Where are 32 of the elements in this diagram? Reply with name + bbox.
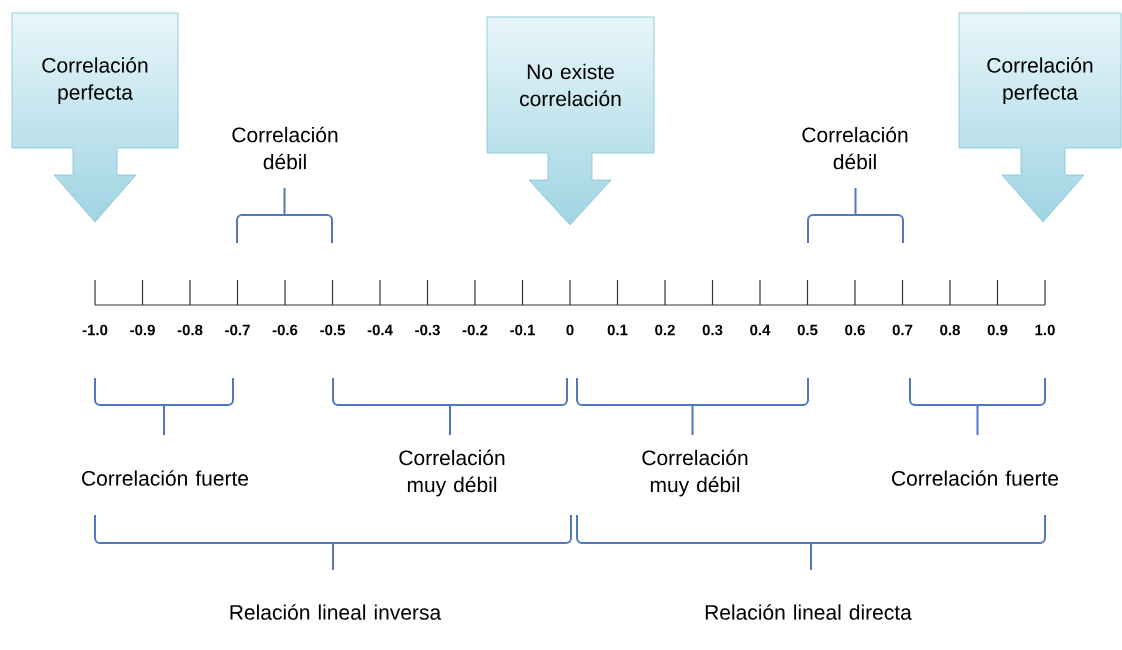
bracket-label: Correlación débil bbox=[802, 126, 908, 170]
bracket-label: Correlación muy débil bbox=[642, 449, 748, 497]
bracket-label: Correlación fuerte bbox=[892, 470, 1059, 486]
tick-label: 0.1 bbox=[607, 324, 628, 336]
tick-label: 0.2 bbox=[655, 324, 675, 336]
arrow-callout: No existe correlación bbox=[486, 16, 655, 226]
tick-label: 0.8 bbox=[940, 324, 960, 336]
tick-label: 1.0 bbox=[1035, 324, 1055, 336]
arrow-callout: Correlación perfecta bbox=[11, 12, 179, 223]
bracket-label: Correlación débil bbox=[232, 126, 338, 170]
tick-label: -0.5 bbox=[320, 324, 345, 336]
tick-label: 0.9 bbox=[987, 324, 1008, 336]
tick-label: 0.5 bbox=[797, 324, 818, 336]
tick-label: 0 bbox=[566, 324, 574, 336]
arrow-callout: Correlación perfecta bbox=[958, 12, 1122, 223]
tick-label: -0.1 bbox=[510, 324, 535, 336]
tick-label: 0.4 bbox=[750, 324, 771, 336]
tick-label: -0.2 bbox=[462, 324, 488, 336]
tick-label: -0.3 bbox=[415, 324, 440, 336]
tick-label: -0.6 bbox=[272, 324, 298, 336]
tick-label: -0.4 bbox=[367, 324, 393, 336]
bracket-label: Relación lineal directa bbox=[705, 604, 912, 620]
tick-label: -0.9 bbox=[130, 324, 155, 336]
bracket-label: Correlación fuerte bbox=[82, 470, 249, 486]
tick-label: -0.7 bbox=[225, 324, 250, 336]
tick-label: 0.7 bbox=[892, 324, 913, 336]
bracket-label: Relación lineal inversa bbox=[230, 604, 442, 620]
tick-label: -1.0 bbox=[82, 324, 108, 336]
tick-label: 0.6 bbox=[845, 324, 865, 336]
tick-label: -0.8 bbox=[177, 324, 203, 336]
bracket-label: Correlación muy débil bbox=[399, 449, 505, 497]
tick-label: 0.3 bbox=[702, 324, 723, 336]
